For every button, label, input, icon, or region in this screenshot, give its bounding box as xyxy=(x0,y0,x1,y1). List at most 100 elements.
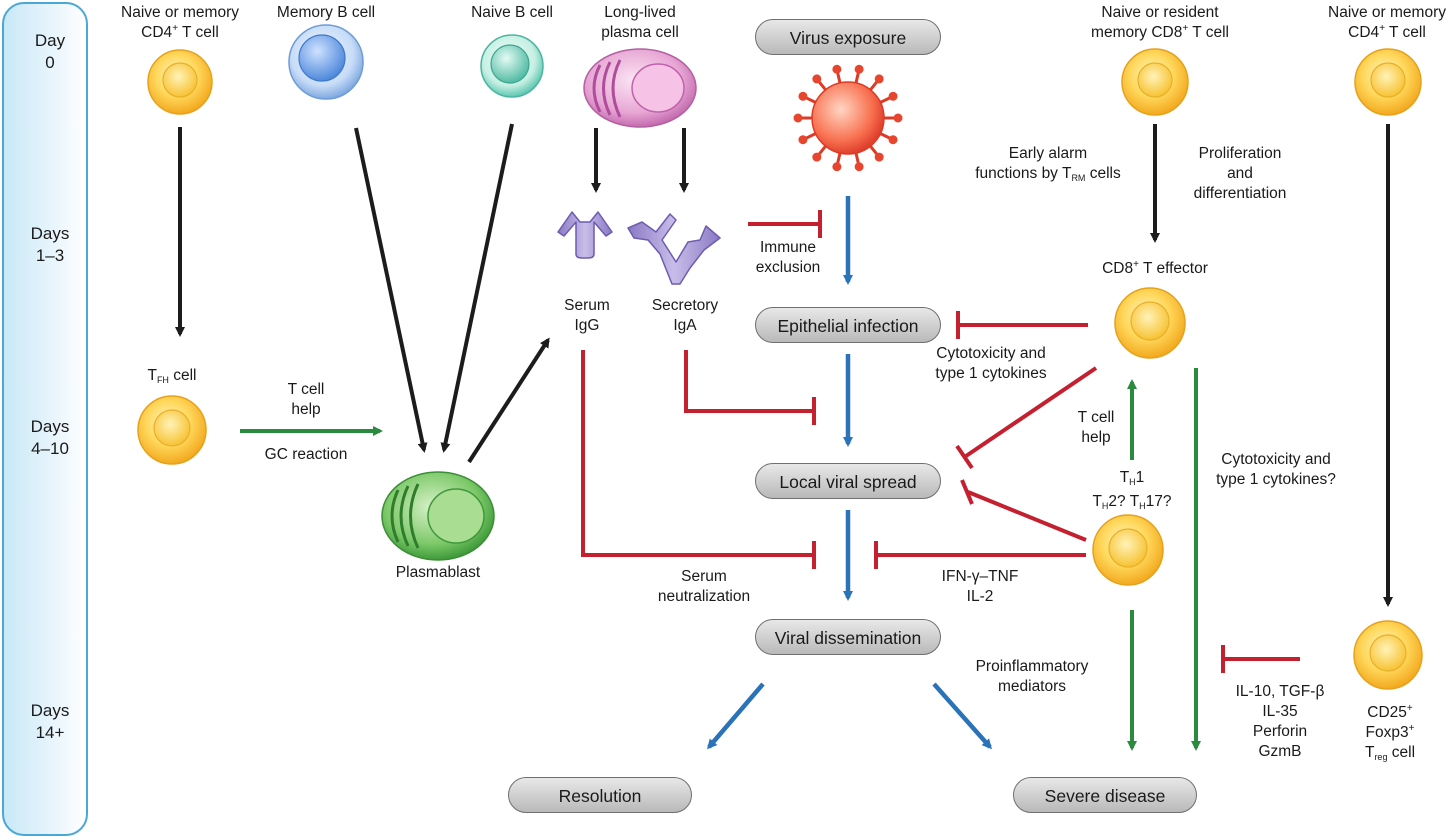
cd8-top-l2: memory CD8+ T cell xyxy=(1085,23,1235,43)
treg-products-l4: GzmB xyxy=(1258,743,1302,760)
serum-igg-l2: IgG xyxy=(574,317,600,334)
cd4-top-right-tcell: T cell xyxy=(1385,24,1426,41)
annotation-ifn-tnf: IFN-γ–TNF IL-2 xyxy=(930,567,1030,607)
ifn-tnf-l2: IL-2 xyxy=(966,588,994,605)
red-inhibition-lines xyxy=(581,210,1300,673)
proliferation-l1: Proliferation xyxy=(1198,145,1282,162)
cd8-top-l1: Naive or resident xyxy=(1101,4,1219,21)
label-tfh-cell: TFH cell xyxy=(132,366,212,390)
plasmablast-cell xyxy=(381,471,495,561)
treg-foxp3-sup: + xyxy=(1408,723,1415,734)
label-plasmablast: Plasmablast xyxy=(388,563,488,583)
stage-severe-disease: Severe disease xyxy=(1013,777,1197,813)
early-alarm-l2b: cells xyxy=(1085,165,1121,182)
virus-spike-tip xyxy=(832,162,842,172)
plasmablast-text: Plasmablast xyxy=(395,564,481,581)
virus-spike-tip xyxy=(874,152,884,162)
annotation-serum-neutralization: Serum neutralization xyxy=(648,567,760,607)
th1-t: T xyxy=(1119,469,1130,486)
treg-cell xyxy=(1353,620,1423,690)
annotation-cytotoxicity-right: Cytotoxicity and type 1 cytokines? xyxy=(1202,450,1350,490)
treg-l1: CD25+ xyxy=(1340,703,1440,723)
tfh-rest: cell xyxy=(168,367,197,384)
viral-dissemination-text: Viral dissemination xyxy=(774,628,922,648)
virus-spike-tip xyxy=(812,152,822,162)
label-secretory-iga: Secretory IgA xyxy=(640,296,730,336)
virus-spike-tip xyxy=(854,162,864,172)
label-cd4-top-right: Naive or memory CD4+ T cell xyxy=(1322,3,1452,43)
serum-igg-l1: Serum xyxy=(564,297,610,314)
th17-rest: 17? xyxy=(1145,493,1172,510)
days-4-10-label: Days 4–10 xyxy=(0,416,100,460)
cd4-top-left-tcell: T cell xyxy=(178,24,219,41)
virus-spike-tip xyxy=(793,113,803,123)
label-cd4-top-left-l1: Naive or memory xyxy=(121,4,239,21)
cd8-effector-rest: T effector xyxy=(1138,260,1208,277)
resolution-text: Resolution xyxy=(558,786,642,806)
cd4-top-right-cd4: CD4 xyxy=(1348,24,1380,41)
naive-b-cell-text: Naive B cell xyxy=(471,4,553,21)
day-0-text: Day 0 xyxy=(34,31,66,72)
serum-neutralization-l1: Serum xyxy=(681,568,727,585)
long-lived-plasma-cell xyxy=(583,48,697,128)
annotation-t-cell-help-right: T cell help xyxy=(1060,408,1132,448)
annotation-proliferation: Proliferation and differentiation xyxy=(1178,144,1302,204)
label-cd4-top-left: Naive or memory CD4+ T cell xyxy=(120,3,240,43)
severe-disease-text: Severe disease xyxy=(1044,786,1166,806)
stage-virus-exposure: Virus exposure xyxy=(755,19,941,55)
treg-foxp3: Foxp3 xyxy=(1365,724,1409,741)
gc-reaction-text: GC reaction xyxy=(264,446,348,463)
stage-resolution: Resolution xyxy=(508,777,692,813)
label-cd8-top: Naive or resident memory CD8+ T cell xyxy=(1085,3,1235,43)
treg-sub: reg xyxy=(1374,752,1388,762)
label-cd8-effector: CD8+ T effector xyxy=(1090,259,1220,279)
cd8-effector-sup: + xyxy=(1133,259,1139,270)
th1-rest: 1 xyxy=(1135,469,1145,486)
virus-spike-tip xyxy=(888,135,898,145)
cd8-effector-main: CD8 xyxy=(1102,260,1134,277)
proliferation-l2: and xyxy=(1227,165,1253,182)
th2-rest: 2? T xyxy=(1108,493,1140,510)
virus-spike-tip xyxy=(798,91,808,101)
th1-sub: H xyxy=(1129,477,1136,487)
t-cell-help-right-l1: T cell xyxy=(1077,409,1115,426)
th-l2: TH2? TH17? xyxy=(1072,492,1192,516)
cd4-top-left-sup: + xyxy=(172,23,179,34)
tfh-cell xyxy=(137,395,207,465)
label-treg-cell: CD25+ Foxp3+ Treg cell xyxy=(1340,703,1440,767)
virus-spike-tip xyxy=(893,113,903,123)
treg-t: T xyxy=(1364,744,1375,761)
days-14-label: Days 14+ xyxy=(0,700,100,744)
stage-viral-dissemination: Viral dissemination xyxy=(755,619,941,655)
plasma-l1: Long-lived xyxy=(604,4,676,21)
immune-exclusion-l1: Immune xyxy=(760,239,816,256)
treg-products-l3: Perforin xyxy=(1252,723,1308,740)
th-cell xyxy=(1092,514,1164,586)
annotation-proinflammatory: Proinflammatory mediators xyxy=(962,657,1102,697)
cd4-t-cell-top-right xyxy=(1354,48,1422,116)
treg-cd25-sup: + xyxy=(1406,703,1413,714)
virus-spike-tip xyxy=(832,64,842,74)
treg-l3: Treg cell xyxy=(1340,743,1440,767)
tfh-sub: FH xyxy=(156,375,169,385)
virus-exposure-text: Virus exposure xyxy=(789,28,907,48)
secretory-iga-l2: IgA xyxy=(673,317,697,334)
t-cell-help-left-l1: T cell xyxy=(287,381,325,398)
annotation-t-cell-help-left: T cell help xyxy=(266,380,346,420)
virus-spike-tip xyxy=(812,74,822,84)
early-alarm-sub: RM xyxy=(1071,173,1086,183)
annotation-early-alarm: Early alarm functions by TRM cells xyxy=(958,144,1138,188)
immune-exclusion-l2: exclusion xyxy=(755,259,821,276)
local-viral-spread-text: Local viral spread xyxy=(779,472,917,492)
virus-spike-tip xyxy=(854,64,864,74)
cd8-top-cd8: memory CD8 xyxy=(1091,24,1183,41)
epithelial-infection-text: Epithelial infection xyxy=(777,316,919,336)
cytotoxicity-right-l1: Cytotoxicity and xyxy=(1221,451,1331,468)
treg-products-l1: IL-10, TGF-β xyxy=(1235,683,1325,700)
day-0-label: Day 0 xyxy=(0,30,100,74)
virus-spike-tip xyxy=(874,74,884,84)
early-alarm-l2a: functions by T xyxy=(975,165,1072,182)
days-1-3-label: Days 1–3 xyxy=(0,223,100,267)
th-l1: TH1 xyxy=(1072,468,1192,492)
